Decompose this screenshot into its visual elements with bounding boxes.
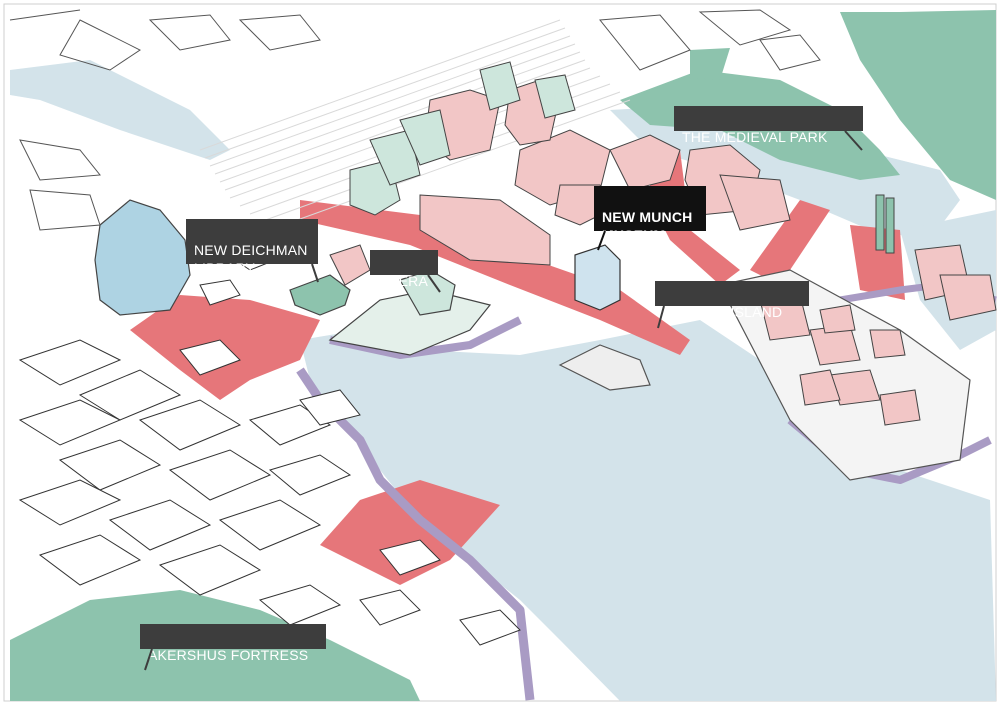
deichman-library-building: [289, 274, 351, 316]
label-medieval-park: THE MEDIEVAL PARK: [682, 129, 828, 145]
label-opera: OPERA: [378, 273, 429, 289]
museum-island-pier: [558, 344, 651, 391]
label-museum-island: MUSEUM ISLAND: [663, 304, 783, 320]
label-akershus-fortress: AKERSHUS FORTRESS: [148, 647, 309, 663]
fjord-water-north: [610, 105, 960, 240]
street-grid-north: [9, 9, 821, 231]
label-munch-museum: NEW MUNCH MUSEUM: [602, 209, 693, 243]
hill-park-green: [690, 48, 730, 80]
callout-opera: OPERA: [370, 250, 438, 289]
green-buildings: [349, 61, 576, 216]
northeast-park-green: [840, 10, 996, 200]
blue-building-west: [94, 199, 191, 316]
rail-yard: [199, 19, 631, 229]
avenue-diagonal: [750, 200, 830, 285]
callout-medieval-park: THE MEDIEVAL PARK: [674, 106, 863, 145]
callout-munch-museum: NEW MUNCH MUSEUM: [594, 186, 706, 243]
label-deichman-library: NEW DEICHMAN LIBRARY: [194, 242, 308, 276]
avenue-east: [650, 140, 740, 285]
river-water-west: [10, 60, 230, 160]
tower-east-2: [885, 197, 895, 254]
opera-promenade: [329, 316, 522, 359]
city-blocks: [18, 234, 521, 646]
bjorvika-boulevard: [300, 200, 690, 355]
callout-akershus-fortress: AKERSHUS FORTRESS: [140, 624, 326, 663]
callout-museum-island: MUSEUM ISLAND: [655, 281, 809, 320]
callout-deichman-library: NEW DEICHMAN LIBRARY: [186, 219, 318, 276]
public-square-harbour: [320, 480, 500, 585]
harbour-water: [300, 320, 996, 701]
tower-east-1: [875, 194, 885, 251]
